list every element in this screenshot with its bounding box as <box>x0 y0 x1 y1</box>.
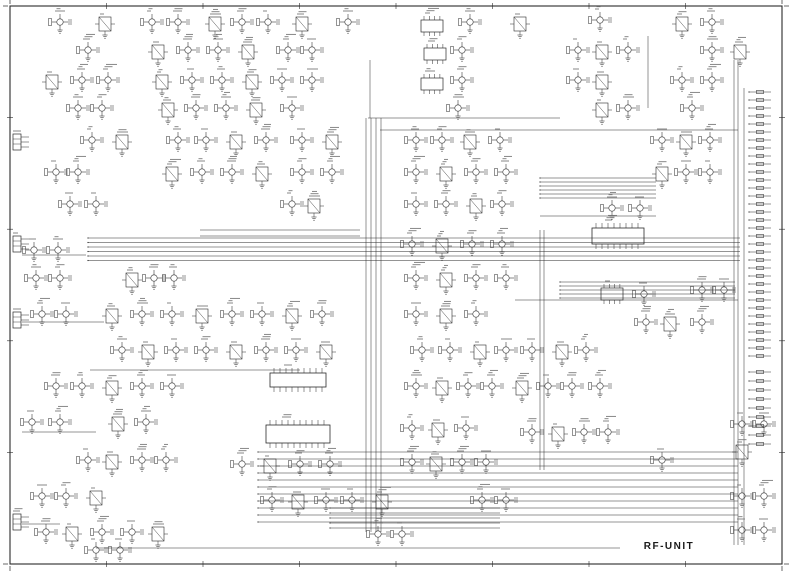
unit-title: RF-UNIT <box>643 541 695 552</box>
